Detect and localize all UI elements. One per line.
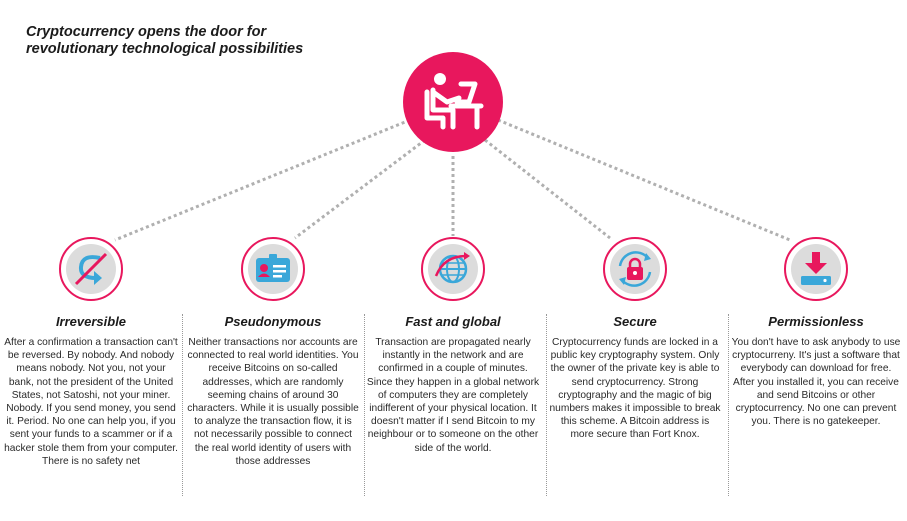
feature-title: Fast and global xyxy=(405,314,501,329)
connector-secure xyxy=(484,138,611,240)
feature-permissionless: Permissionless You don't have to ask any… xyxy=(729,236,903,428)
connector-pseudonymous xyxy=(294,138,426,240)
id-badge-icon xyxy=(241,237,305,301)
irreversible-arrow-icon xyxy=(59,237,123,301)
feature-title: Pseudonymous xyxy=(224,314,322,329)
person-at-laptop-icon xyxy=(424,73,484,130)
feature-description: Transaction are propagated nearly instan… xyxy=(366,337,540,454)
feature-fast-global: Fast and global Transaction are propagat… xyxy=(366,236,540,455)
feature-title: Irreversible xyxy=(55,314,127,329)
column-divider xyxy=(364,314,365,496)
irreversible-icon-circle xyxy=(58,236,124,302)
fast-global-icon-circle xyxy=(420,236,486,302)
feature-title: Permissionless xyxy=(768,314,864,329)
feature-irreversible: Irreversible After a confirmation a tran… xyxy=(4,236,178,468)
column-divider xyxy=(182,314,183,496)
secure-icon-circle xyxy=(602,236,668,302)
feature-title: Secure xyxy=(613,314,657,329)
padlock-cycle-icon xyxy=(603,237,667,301)
feature-description: You don't have to ask anybody to use cry… xyxy=(731,337,901,428)
feature-pseudonymous: Pseudonymous Neither transactions nor ac… xyxy=(186,236,360,468)
feature-description: Cryptocurrency funds are locked in a pub… xyxy=(549,337,721,441)
feature-description: After a confirmation a transaction can't… xyxy=(4,337,178,467)
page-title: Cryptocurrency opens the door for revolu… xyxy=(26,24,304,57)
column-divider xyxy=(728,314,729,496)
download-icon xyxy=(784,237,848,301)
column-divider xyxy=(546,314,547,496)
permissionless-icon-circle xyxy=(783,236,849,302)
feature-description: Neither transactions nor accounts are co… xyxy=(187,337,359,467)
hub-circle xyxy=(403,52,503,152)
feature-secure: Secure Cryptocurrency funds are locked i… xyxy=(548,236,722,442)
connector-permissionless xyxy=(497,118,791,242)
pseudonymous-icon-circle xyxy=(240,236,306,302)
connector-irreversible xyxy=(114,118,411,242)
globe-icon xyxy=(421,237,485,301)
